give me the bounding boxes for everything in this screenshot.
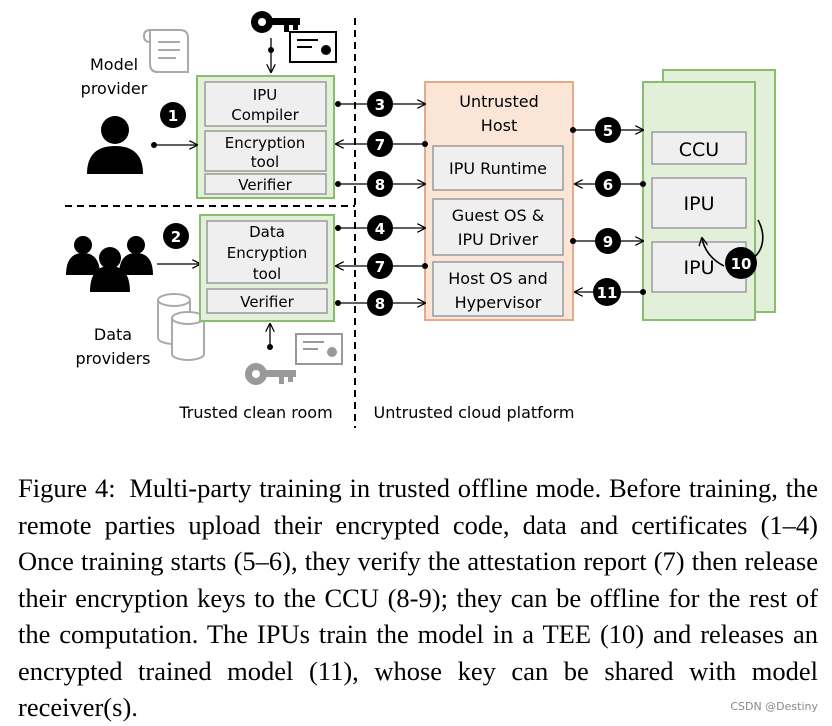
ipu-label-2: IPU: [684, 257, 715, 279]
encryption-tool-box: [204, 130, 327, 172]
verifier-box-bottom: [206, 288, 328, 314]
ipu-box-1: [651, 177, 747, 229]
verifier-label-top: Verifier: [238, 176, 292, 194]
verifier-box-top: [204, 173, 327, 195]
step-badge: [593, 278, 621, 306]
step-10-label: 10: [731, 255, 752, 273]
certificate-icon: [289, 31, 337, 63]
data-providers-label-2: providers: [76, 349, 151, 368]
step-5-label: 5: [603, 122, 613, 140]
step-badge: [163, 223, 189, 249]
figure-caption: Figure 4: Multi-party training in truste…: [18, 470, 818, 726]
trusted-clean-room-label: Trusted clean room: [178, 403, 332, 422]
figure-number: Figure 4:: [18, 473, 116, 503]
step-badge: [367, 253, 393, 279]
untrusted-host-title: Untrusted: [459, 92, 538, 111]
step-4-label: 4: [375, 220, 385, 238]
step-badge: [367, 215, 393, 241]
people-icon: [66, 236, 153, 292]
certificate-icon: [295, 333, 343, 365]
step-9-label: 9: [603, 233, 613, 251]
guest-os-label: Guest OS &: [452, 206, 544, 225]
data-encryption-tool-box: [206, 220, 328, 284]
key-icon: [245, 363, 296, 385]
step-badge: [725, 247, 757, 279]
database-icon: [157, 293, 205, 361]
ipu-runtime-box: [432, 145, 564, 191]
step-8a-label: 8: [375, 176, 385, 194]
data-encryption-tool-label-2: Encryption: [227, 244, 308, 262]
ipu-compiler-label-2: Compiler: [231, 106, 299, 124]
diagram-canvas: Model provider IPU Compiler Encryption t…: [65, 11, 776, 428]
host-os-label: Host OS and: [448, 269, 547, 288]
ipu-compiler-label: IPU: [253, 86, 277, 104]
ipu-compiler-box: [204, 81, 327, 127]
step-7a-label: 7: [375, 136, 385, 154]
untrusted-cloud-label: Untrusted cloud platform: [374, 403, 575, 422]
data-encryption-tool-label-3: tool: [253, 265, 281, 283]
step-badge: [367, 290, 393, 316]
encryption-tool-label: Encryption: [225, 134, 306, 152]
step-badge: [595, 117, 621, 143]
encryption-tool-label-2: tool: [251, 153, 279, 171]
watermark: CSDN @Destiny: [730, 700, 818, 713]
step-badge: [367, 131, 393, 157]
step-6-label: 6: [603, 176, 613, 194]
host-os-label-2: Hypervisor: [455, 293, 542, 312]
data-encryption-tool-label: Data: [249, 223, 285, 241]
key-icon: [251, 11, 300, 33]
ipu-runtime-label: IPU Runtime: [449, 159, 547, 178]
guest-os-label-2: IPU Driver: [458, 230, 539, 249]
step-11-label: 11: [597, 284, 618, 302]
model-provider-label-2: provider: [81, 79, 148, 98]
data-providers-label: Data: [94, 325, 132, 344]
ccu-label: CCU: [679, 139, 719, 161]
ccu-box: [651, 131, 747, 165]
untrusted-host-title-2: Host: [481, 116, 517, 135]
step-2-label: 2: [171, 228, 181, 246]
step-badge: [160, 102, 186, 128]
step-badge: [367, 171, 393, 197]
step-7b-label: 7: [375, 258, 385, 276]
step-3-label: 3: [375, 96, 385, 114]
ipu-label-1: IPU: [684, 193, 715, 215]
guest-os-box: [432, 198, 564, 256]
step-badge: [595, 171, 621, 197]
host-os-box: [432, 261, 564, 317]
model-provider-label: Model: [90, 55, 138, 74]
verifier-label-bottom: Verifier: [240, 293, 294, 311]
step-8b-label: 8: [375, 295, 385, 313]
person-icon: [87, 116, 143, 174]
step-badge: [595, 228, 621, 254]
document-icon: [142, 29, 189, 73]
caption-text: Multi-party training in trusted offline …: [18, 473, 819, 722]
step-1-label: 1: [168, 107, 178, 125]
step-badge: [367, 91, 393, 117]
